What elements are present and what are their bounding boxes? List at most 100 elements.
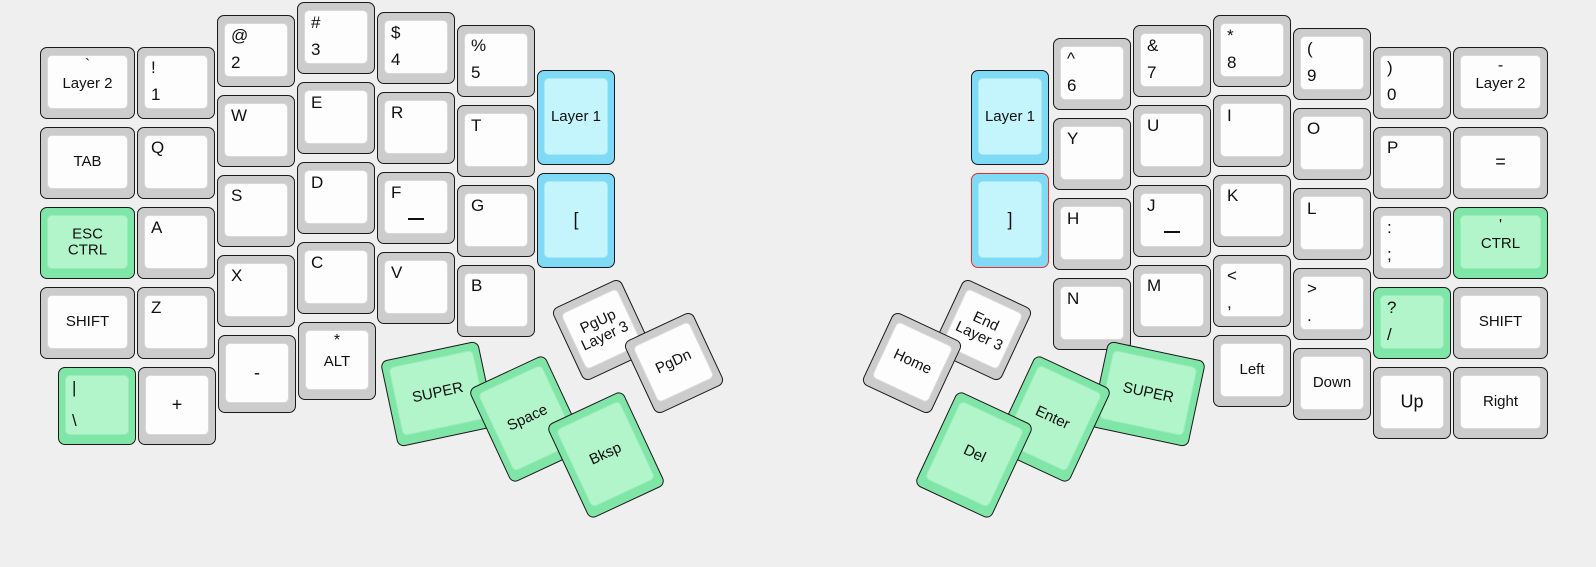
keycap-surface: Layer 1	[544, 78, 608, 155]
key-left-middle-1[interactable]: E	[297, 82, 375, 154]
key-right-index-inner-2[interactable]: H	[1053, 198, 1131, 270]
keycap-main-legend: Up	[1400, 391, 1424, 412]
keycap-shifted-legend: A	[151, 218, 163, 237]
key-right-middle-4[interactable]: Left	[1213, 335, 1291, 407]
keycap-surface: R	[384, 100, 448, 154]
keycap-shifted-legend: F	[391, 183, 402, 202]
key-right-ring-4[interactable]: Down	[1293, 348, 1371, 420]
key-left-middle-3[interactable]: C	[297, 242, 375, 314]
keycap-surface: SHIFT	[1460, 295, 1541, 349]
key-left-bottom-1[interactable]: +	[138, 367, 216, 445]
key-right-pinky-0[interactable]: )0	[1373, 47, 1451, 119]
key-left-inner-extra-1[interactable]: [	[537, 173, 615, 268]
key-left-pinky-1[interactable]: Q	[137, 127, 215, 199]
key-right-index-inner-1[interactable]: Y	[1053, 118, 1131, 190]
key-left-pinky-3[interactable]: Z	[137, 287, 215, 359]
keycap-shifted-legend: X	[231, 266, 243, 285]
keycap-surface: F	[384, 180, 448, 234]
keycap-surface: Bksp	[555, 400, 656, 508]
keycap-shifted-legend: -	[1497, 57, 1504, 74]
key-right-index-2[interactable]: J	[1133, 185, 1211, 257]
keycap-base-legend: 6	[1067, 76, 1077, 96]
key-left-ring-2[interactable]: S	[217, 175, 295, 247]
key-left-middle-0[interactable]: #3	[297, 2, 375, 74]
key-right-ring-3[interactable]: >.	[1293, 268, 1371, 340]
keycap-surface: Layer 1	[978, 78, 1042, 155]
keycap-main-legend: Del	[960, 441, 989, 467]
keycap-main-legend: Down	[1312, 374, 1352, 392]
key-right-pinky-outer-3[interactable]: SHIFT	[1453, 287, 1548, 359]
keycap-main-legend: Home	[890, 345, 935, 378]
key-right-index-inner-0[interactable]: ^6	[1053, 38, 1131, 110]
key-right-pinky-outer-2[interactable]: 'CTRL	[1453, 207, 1548, 279]
key-right-pinky-outer-1[interactable]: =	[1453, 127, 1548, 199]
keycap-surface: 'CTRL	[1460, 215, 1541, 269]
keycap-shifted-legend: K	[1227, 186, 1239, 205]
keycap-main-legend: TAB	[73, 153, 102, 171]
key-right-index-inner-3[interactable]: N	[1053, 278, 1131, 350]
key-right-inner-extra-1[interactable]: ]	[971, 173, 1049, 268]
keycap-surface: A	[144, 215, 208, 269]
keycap-surface: ?/	[1380, 295, 1444, 349]
keycap-main-legend: Layer 2	[62, 74, 113, 92]
key-right-pinky-2[interactable]: :;	[1373, 207, 1451, 279]
keycap-surface: SHIFT	[47, 295, 128, 349]
key-left-index-inner-2[interactable]: G	[457, 185, 535, 257]
key-right-pinky-3[interactable]: ?/	[1373, 287, 1451, 359]
key-left-pinky-outer-1[interactable]: TAB	[40, 127, 135, 199]
key-left-bottom-3[interactable]: *ALT	[298, 322, 376, 400]
key-left-index-1[interactable]: R	[377, 92, 455, 164]
key-left-middle-2[interactable]: D	[297, 162, 375, 234]
key-right-ring-0[interactable]: (9	[1293, 28, 1371, 100]
key-left-pinky-0[interactable]: !1	[137, 47, 215, 119]
key-left-ring-0[interactable]: @2	[217, 15, 295, 87]
key-right-pinky-1[interactable]: P	[1373, 127, 1451, 199]
keycap-shifted-legend: *	[333, 332, 341, 349]
keycap-main-legend: Left	[1239, 361, 1265, 379]
keycap-shifted-legend: '	[1498, 217, 1503, 234]
key-right-inner-extra-0[interactable]: Layer 1	[971, 70, 1049, 165]
keycap-shifted-legend: |	[72, 378, 77, 397]
key-left-index-inner-3[interactable]: B	[457, 265, 535, 337]
key-left-index-2[interactable]: F	[377, 172, 455, 244]
keycap-base-legend: 9	[1307, 66, 1317, 86]
keycap-main-legend: Layer 1	[984, 107, 1036, 125]
key-left-ring-3[interactable]: X	[217, 255, 295, 327]
key-left-pinky-outer-3[interactable]: SHIFT	[40, 287, 135, 359]
key-left-index-3[interactable]: V	[377, 252, 455, 324]
key-right-ring-1[interactable]: O	[1293, 108, 1371, 180]
key-left-index-inner-1[interactable]: T	[457, 105, 535, 177]
key-right-pinky-4[interactable]: Up	[1373, 367, 1451, 439]
key-right-pinky-outer-0[interactable]: -Layer 2	[1453, 47, 1548, 119]
key-right-middle-3[interactable]: <,	[1213, 255, 1291, 327]
key-right-index-1[interactable]: U	[1133, 105, 1211, 177]
keycap-main-legend: Layer 1	[550, 107, 602, 125]
key-right-index-0[interactable]: &7	[1133, 25, 1211, 97]
keycap-surface: P	[1380, 135, 1444, 189]
key-right-middle-2[interactable]: K	[1213, 175, 1291, 247]
key-left-index-0[interactable]: $4	[377, 12, 455, 84]
keycap-surface: ]	[978, 181, 1042, 258]
key-left-pinky-2[interactable]: A	[137, 207, 215, 279]
keycap-surface: Y	[1060, 126, 1124, 180]
key-left-ring-1[interactable]: W	[217, 95, 295, 167]
keycap-surface: B	[464, 273, 528, 327]
key-right-index-3[interactable]: M	[1133, 265, 1211, 337]
keycap-surface: -Layer 2	[1460, 55, 1541, 109]
keycap-shifted-legend: N	[1067, 289, 1080, 308]
key-left-bottom-0[interactable]: |\	[58, 367, 136, 445]
keycap-base-legend: 8	[1227, 53, 1237, 73]
key-right-ring-2[interactable]: L	[1293, 188, 1371, 260]
key-left-pinky-outer-0[interactable]: `Layer 2	[40, 47, 135, 119]
key-left-bottom-2[interactable]: -	[218, 335, 296, 413]
key-right-middle-1[interactable]: I	[1213, 95, 1291, 167]
key-left-index-inner-0[interactable]: %5	[457, 25, 535, 97]
key-right-pinky-outer-4[interactable]: Right	[1453, 367, 1548, 439]
key-right-middle-0[interactable]: *8	[1213, 15, 1291, 87]
keycap-surface: =	[1460, 135, 1541, 189]
key-left-inner-extra-0[interactable]: Layer 1	[537, 70, 615, 165]
